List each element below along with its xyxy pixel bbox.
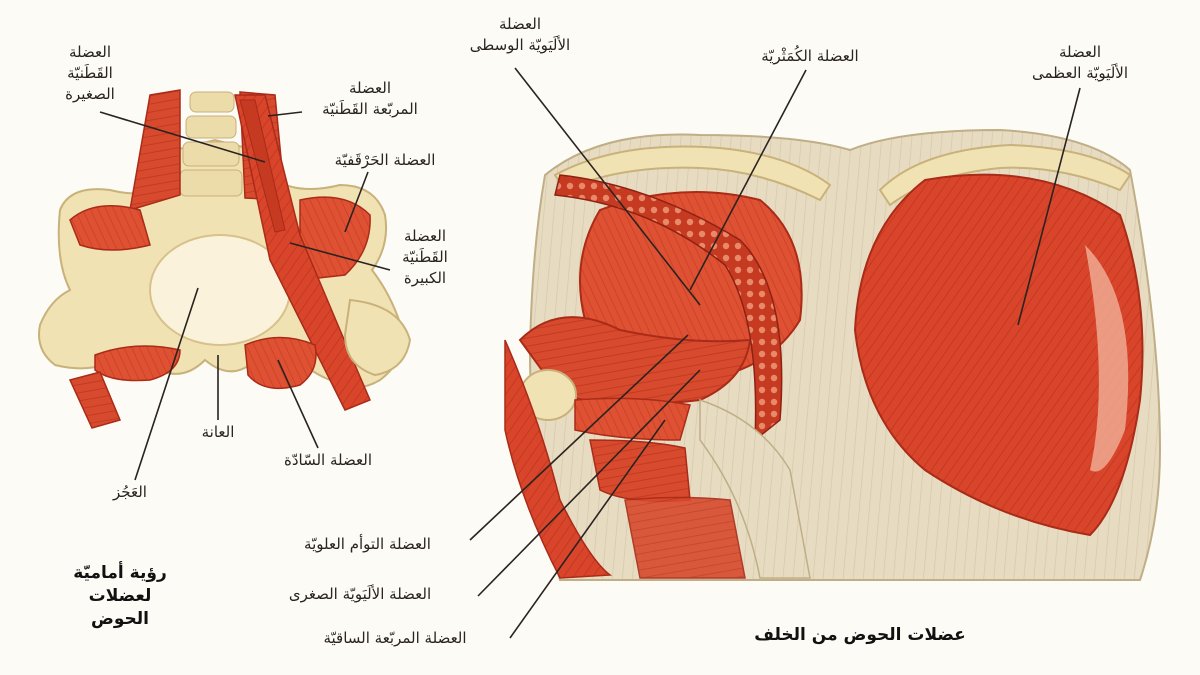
leader-superior-gemellus [469,334,689,541]
label-gluteus-maximus: العضلة الألَيَويّة العظمى [1031,43,1128,82]
psoas-minor-muscle [239,99,286,233]
label-pubis: العانة [201,423,235,441]
vertebra [189,91,235,113]
front-view-caption: رؤية أماميّة لعضلات الحوض [73,563,167,629]
thigh-muscles [624,496,746,579]
label-superior-gemellus: العضلة التوأم العلويّة [304,535,431,553]
leader-obturator [277,359,319,449]
back-view-caption: عضلات الحوض من الخلف [754,625,966,645]
label-iliacus: العضلة الحَرْقَفيّة [334,151,436,169]
vertebra [179,169,243,197]
iliacus-muscle [69,205,151,251]
leader-coccyx [134,287,199,481]
label-quadratus-femoris: العضلة المربّعة الساقيّة [323,629,467,647]
label-gluteus-minimus: العضلة الألَيَويّة الصغرى [288,585,432,603]
label-psoas-major: العضلة القَطَنيّة الكبيرة [402,227,448,287]
label-obturator: العضلة السّادّة [284,451,372,469]
iliac-crest [553,145,832,202]
leader-gluteus-maximus [1017,87,1081,326]
obturator-muscle [244,336,317,390]
quadratus-femoris-muscle [589,439,691,502]
leader-psoas-minor [99,111,266,163]
leader-gluteus-minimus [477,369,701,597]
leader-gluteus-medius [514,67,701,306]
leader-quadratus-lumborum [267,111,303,117]
label-psoas-minor: العضلة القَطَنيّة الصغيرة [65,43,115,103]
back-pelvis [504,128,1162,581]
leader-piriformis [689,69,807,291]
quadratus-lumborum-muscle [129,89,181,212]
tendon [699,398,811,579]
leader-lines [99,67,1081,639]
gluteus-maximus-highlight [1085,245,1129,472]
label-gluteus-medius: العضلة الألَيَويّة الوسطى [469,15,571,54]
vertebra [185,115,237,139]
leader-psoas-major [289,242,391,271]
label-piriformis: العضلة الكُمَثْريّة [761,47,859,65]
front-pelvis [38,89,412,429]
gluteus-maximus-muscle [853,173,1144,537]
obturator-muscle [94,345,181,382]
leader-quadratus-femoris [509,419,666,639]
label-quadratus-lumborum: العضلة المربّعة القَطَنيّة [322,79,418,118]
femur [343,298,412,377]
leader-iliacus [344,171,369,233]
label-coccyx: العَجُز [113,483,147,501]
thigh-muscle [68,371,122,429]
gemellus-muscle [574,397,691,441]
